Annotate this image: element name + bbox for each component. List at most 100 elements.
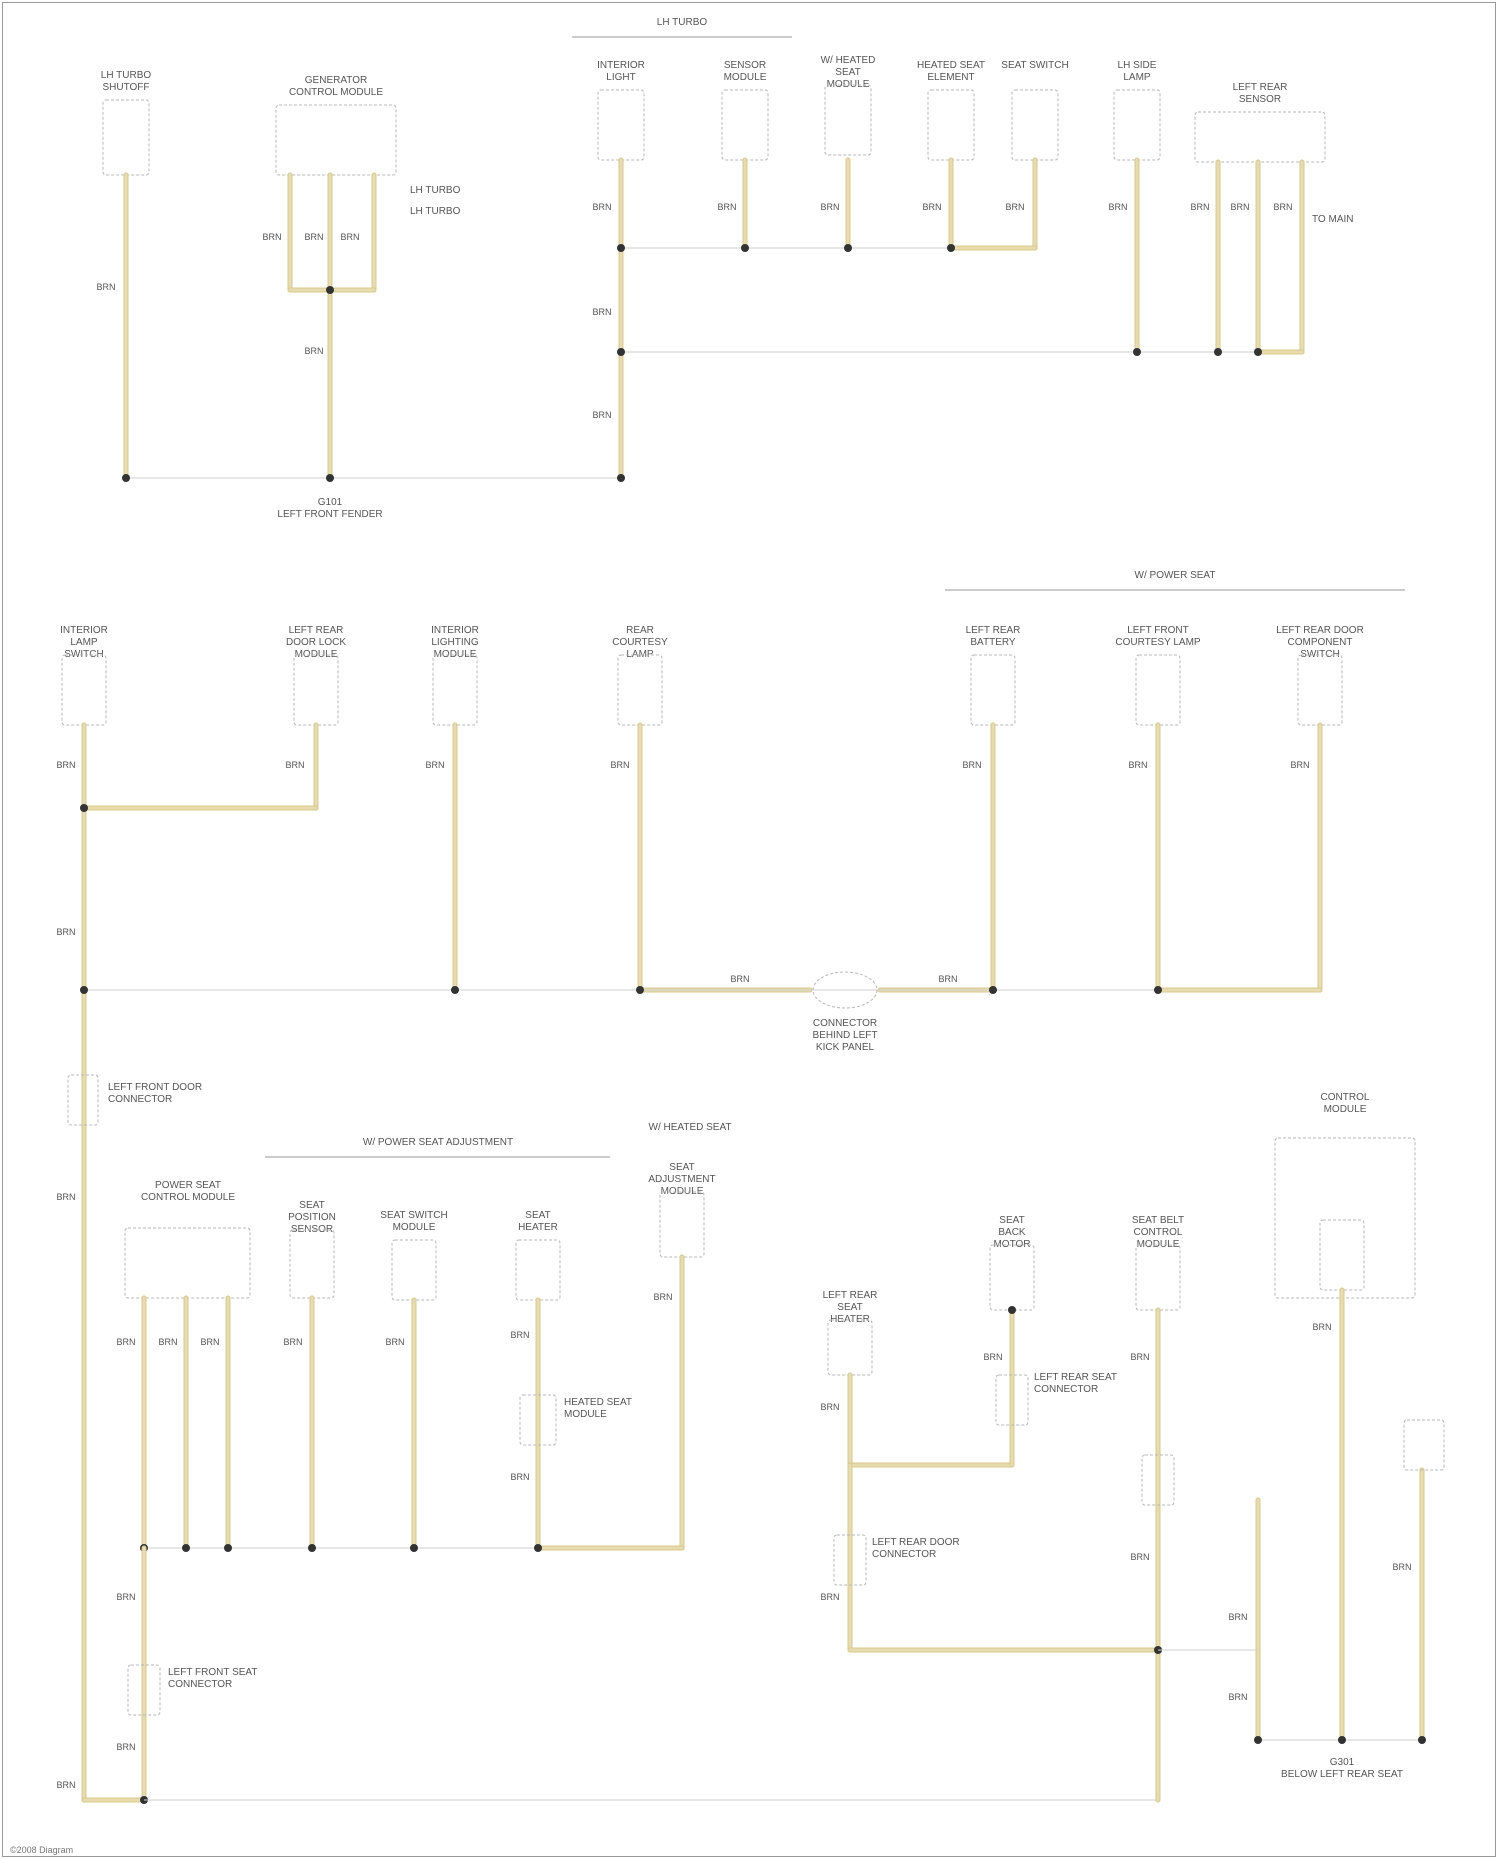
splice-dot (617, 348, 625, 356)
wire-code-label: BRN (56, 1192, 75, 1202)
wire-code-label: BRN (983, 1352, 1002, 1362)
component-label: MODULE (295, 649, 338, 660)
wire-code-label: BRN (1290, 760, 1309, 770)
component-label: SEAT SWITCH (380, 1210, 447, 1221)
wire-code-label: BRN (340, 232, 359, 242)
connector-label: BEHIND LEFT (812, 1030, 877, 1041)
wire-code-label: BRN (730, 974, 749, 984)
component-label: LEFT REAR (1233, 82, 1288, 93)
component-box (722, 90, 768, 160)
component-label: MODULE (393, 1222, 436, 1233)
wire-code-label: BRN (304, 346, 323, 356)
component-label: LEFT REAR (966, 625, 1021, 636)
component-box (1012, 90, 1058, 160)
component-label: MODULE (1137, 1239, 1180, 1250)
splice-dot (80, 804, 88, 812)
wire-code-label: BRN (116, 1592, 135, 1602)
component-box (928, 90, 974, 160)
splice-dot (1133, 348, 1141, 356)
component-label: SHUTOFF (102, 82, 149, 93)
wire-code-label: BRN (1190, 202, 1209, 212)
component-label: HEATED SEAT (917, 60, 985, 71)
connector-label: KICK PANEL (816, 1042, 875, 1053)
component-box (1136, 655, 1180, 725)
component-label: SEAT (837, 1302, 862, 1313)
component-label: LIGHTING (431, 637, 478, 648)
component-box (990, 1245, 1034, 1310)
splice-dot (617, 474, 625, 482)
splice-dot (636, 986, 644, 994)
wire-code-label: BRN (116, 1337, 135, 1347)
wire-code-label: BRN (1130, 1352, 1149, 1362)
component-label: SEAT (525, 1210, 550, 1221)
component-label: MODULE (1324, 1104, 1367, 1115)
component-label: ELEMENT (927, 72, 974, 83)
wire-code-label: BRN (96, 282, 115, 292)
splice-dot (1154, 986, 1162, 994)
component-box (516, 1240, 560, 1300)
component-box (828, 1320, 872, 1375)
component-label: MODULE (564, 1409, 607, 1420)
component-box (62, 655, 106, 725)
splice-dot (1214, 348, 1222, 356)
wire-code-label: BRN (610, 760, 629, 770)
ground-label: BELOW LEFT REAR SEAT (1281, 1769, 1403, 1780)
component-label: CONTROL MODULE (141, 1192, 235, 1203)
component-label: MODULE (434, 649, 477, 660)
group-label: LH TURBO (657, 17, 708, 28)
component-label: MODULE (724, 72, 767, 83)
component-label: SEAT (669, 1162, 694, 1173)
component-label: COURTESY (612, 637, 668, 648)
splice-dot (308, 1544, 316, 1552)
component-label: ADJUSTMENT (648, 1174, 715, 1185)
component-label: INTERIOR (431, 625, 479, 636)
annotation-label: LH TURBO (410, 206, 461, 217)
component-label: SEAT (999, 1215, 1024, 1226)
wire-code-label: BRN (116, 1742, 135, 1752)
connector-label: LEFT REAR DOOR (872, 1537, 960, 1548)
wire-code-label: BRN (510, 1472, 529, 1482)
wire-code-label: BRN (1273, 202, 1292, 212)
wire-code-label: BRN (717, 202, 736, 212)
component-label: SENSOR (291, 1224, 333, 1235)
splice-dot (451, 986, 459, 994)
wire-code-label: BRN (820, 202, 839, 212)
wire-code-label: BRN (1130, 1552, 1149, 1562)
component-label: SEAT BELT (1132, 1215, 1184, 1226)
connector-label: LEFT REAR SEAT (1034, 1372, 1117, 1383)
wire-code-label: BRN (385, 1337, 404, 1347)
component-label: GENERATOR (305, 75, 367, 86)
splice-dot (1008, 1306, 1016, 1314)
component-label: LEFT REAR (289, 625, 344, 636)
component-label: HEATER (518, 1222, 558, 1233)
wire-code-label: BRN (510, 1330, 529, 1340)
wire-code-label: BRN (56, 1780, 75, 1790)
component-box (618, 655, 662, 725)
splice-dot (326, 474, 334, 482)
splice-dot (224, 1544, 232, 1552)
component-label: INTERIOR (60, 625, 108, 636)
component-label: BACK (998, 1227, 1026, 1238)
splice-dot (617, 244, 625, 252)
splice-dot (1254, 348, 1262, 356)
component-label: REAR (626, 625, 654, 636)
component-label: LIGHT (606, 72, 635, 83)
component-label: INTERIOR (597, 60, 645, 71)
splice-dot (1338, 1736, 1346, 1744)
wire-code-label: BRN (1392, 1562, 1411, 1572)
component-label: LAMP (1123, 72, 1151, 83)
wire-code-label: BRN (592, 202, 611, 212)
splice-dot (326, 286, 334, 294)
wire-code-label: BRN (820, 1402, 839, 1412)
component-label: LH SIDE (1118, 60, 1157, 71)
connector-label: CONNECTOR (1034, 1384, 1098, 1395)
component-box (294, 655, 338, 725)
component-label: SENSOR (1239, 94, 1281, 105)
wire-code-label: BRN (200, 1337, 219, 1347)
component-box (971, 655, 1015, 725)
component-label: W/ HEATED (821, 55, 876, 66)
wire-code-label: BRN (56, 927, 75, 937)
footer-text: ©2008 Diagram (10, 1845, 73, 1855)
connector-label: LEFT FRONT DOOR (108, 1082, 202, 1093)
ground-label: G301 (1330, 1757, 1355, 1768)
